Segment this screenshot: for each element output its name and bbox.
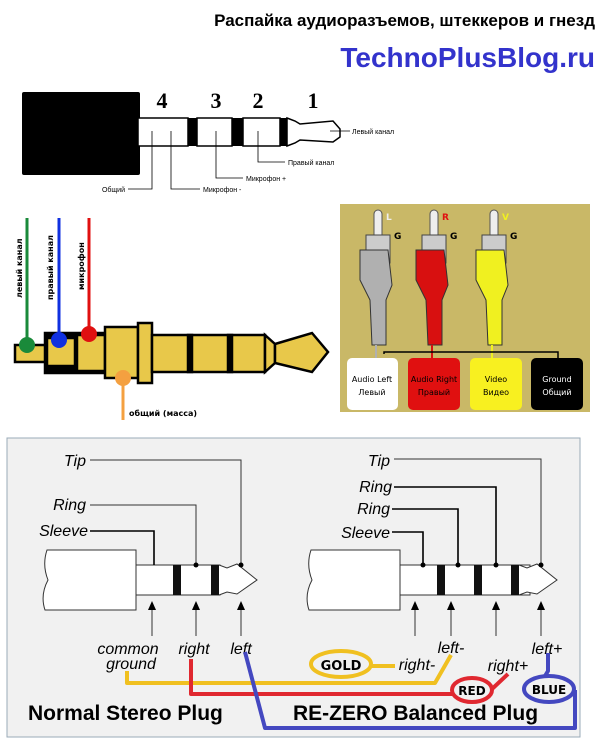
svg-text:Видео: Видео [483, 388, 509, 397]
label-left-minus: left- [438, 640, 465, 657]
rca-box-right: Audio Right Правый [408, 358, 460, 410]
label-right-channel: Правый канал [288, 159, 334, 167]
stereo-title: Normal Stereo Plug [28, 702, 223, 725]
pin-number-2: 2 [253, 88, 264, 113]
rca-box-left: Audio Left Левый [347, 358, 398, 410]
label-ring-1: Ring [359, 479, 392, 496]
label-tip: Tip [64, 453, 86, 470]
right-channel-dot [51, 332, 67, 348]
balanced-plug: Tip Ring Ring Sleeve left- right- right+… [306, 453, 563, 675]
left-channel-dot [19, 337, 35, 353]
svg-text:Общий: Общий [542, 388, 571, 397]
svg-text:BLUE: BLUE [532, 683, 566, 697]
rca-plug-body [475, 249, 509, 346]
blue-wire [243, 651, 577, 730]
rca-box-ground: Ground Общий [531, 358, 583, 410]
pin-number-1: 1 [308, 88, 319, 113]
red-marker [450, 676, 494, 704]
rca-ground-letter: G [394, 232, 401, 242]
svg-text:Video: Video [485, 375, 508, 384]
normal-stereo-plug: Tip Ring Sleeve common ground right left [39, 453, 258, 673]
label-mic-vertical: микрофон [77, 242, 86, 290]
label-ground: общий (масса) [129, 408, 197, 418]
plug-tip [286, 116, 341, 148]
label-sleeve: Sleeve [341, 525, 390, 542]
jack-4pin-diagram: 4 3 2 1 Левый канал Правый канал Микрофо… [22, 88, 394, 194]
svg-text:Audio Left: Audio Left [352, 375, 392, 384]
rca-ground-letter: G [450, 232, 457, 242]
jack-color-diagram: левый канал правый канал микрофон общий … [13, 218, 330, 420]
site-name: TechnoPlusBlog.ru [340, 42, 595, 73]
label-right-minus: right- [399, 657, 435, 674]
red-wire [189, 659, 455, 696]
label-right-plus: right+ [488, 658, 528, 675]
label-common: Общий [102, 186, 125, 194]
label-ring: Ring [53, 497, 86, 514]
label-mic-minus: Микрофон - [203, 187, 242, 194]
svg-text:Ground: Ground [542, 375, 571, 384]
pin-number-3: 3 [211, 88, 222, 113]
ground-dot [115, 370, 131, 386]
mic-dot [81, 326, 97, 342]
svg-text:Audio Right: Audio Right [411, 375, 457, 384]
svg-text:Левый: Левый [358, 388, 385, 397]
rca-letter: R [442, 213, 449, 223]
label-sleeve: Sleeve [39, 523, 88, 540]
label-ring-2: Ring [357, 501, 390, 518]
gold-wire [125, 654, 453, 685]
label-ground: ground [106, 656, 157, 673]
label-left-channel-vertical: левый канал [15, 238, 24, 298]
rca-letter: L [386, 213, 392, 223]
label-left-channel: Левый канал [352, 128, 394, 136]
page-title: Распайка аудиоразъемов, штеккеров и гнез… [214, 11, 595, 30]
label-right-channel-vertical: правый канал [46, 235, 55, 300]
gold-marker [309, 649, 373, 679]
svg-text:GOLD: GOLD [321, 659, 362, 674]
plug-body [22, 92, 140, 175]
svg-text:Правый: Правый [418, 388, 450, 397]
label-right: right [178, 641, 210, 658]
balanced-title: RE-ZERO Balanced Plug [293, 702, 538, 725]
label-common: common [97, 641, 158, 658]
rca-plug-body [415, 249, 449, 346]
rca-plug-body [359, 249, 393, 346]
pin-number-4: 4 [157, 88, 168, 113]
stereo-vs-balanced-diagram: Tip Ring Sleeve common ground right left [6, 437, 581, 738]
rca-letter: V [502, 213, 509, 223]
blue-marker [522, 674, 576, 704]
label-left: left [230, 641, 252, 658]
rca-box-video: Video Видео [470, 358, 522, 410]
rca-ground-letter: G [510, 232, 517, 242]
label-left-plus: left+ [532, 641, 563, 658]
label-tip: Tip [368, 453, 390, 470]
svg-text:RED: RED [458, 684, 485, 698]
label-mic-plus: Микрофон + [246, 176, 286, 183]
